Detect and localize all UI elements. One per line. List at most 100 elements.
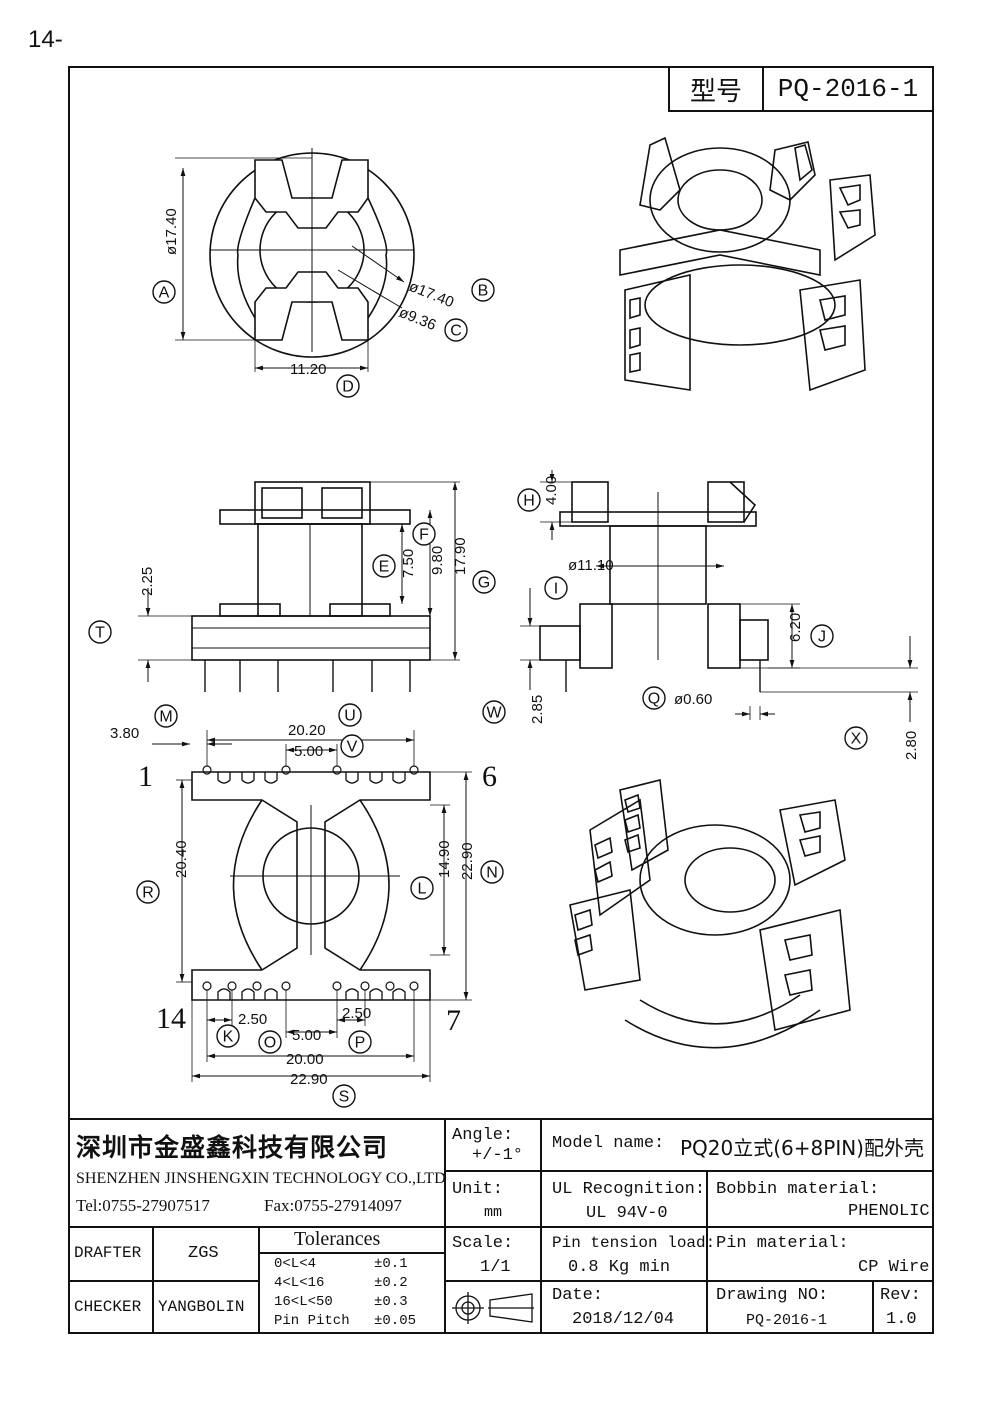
pin-number-7: 7 (446, 1004, 461, 1037)
unit-value: mm (484, 1204, 503, 1221)
callout-f: F (412, 522, 436, 546)
svg-text:R: R (142, 885, 154, 902)
dimension-x: 2.80 (903, 731, 920, 760)
svg-text:T: T (95, 625, 105, 642)
dimension-v: 5.00 (294, 743, 323, 760)
svg-text:S: S (339, 1089, 350, 1106)
callout-q: Q (642, 686, 666, 710)
svg-text:V: V (347, 739, 358, 756)
angle-value: +/-1° (472, 1146, 524, 1165)
svg-text:P: P (355, 1035, 366, 1052)
pin-number-6: 6 (482, 760, 497, 793)
callout-g: G (472, 570, 496, 594)
callout-k: K (216, 1024, 240, 1048)
checker-label: CHECKER (74, 1298, 142, 1316)
company-name-en: SHENZHEN JINSHENGXIN TECHNOLOGY CO.,LTD (76, 1170, 446, 1187)
svg-text:E: E (379, 559, 390, 576)
dimension-w: 2.85 (529, 695, 546, 724)
dimension-c: ø9.36 (397, 304, 439, 334)
projection-symbol-icon (452, 1292, 534, 1324)
callout-t: T (88, 620, 112, 644)
bobbin-value: PHENOLIC (848, 1202, 930, 1221)
drawing-frame (68, 66, 934, 1334)
svg-text:N: N (486, 865, 498, 882)
side-view (520, 470, 918, 722)
dimension-i: ø11.10 (568, 557, 614, 574)
svg-text:U: U (344, 708, 356, 725)
tolerance-range: 16<L<50 (274, 1294, 333, 1310)
tolerance-range: 4<L<16 (274, 1275, 325, 1291)
dimension-o: 5.00 (292, 1027, 321, 1044)
ul-label: UL Recognition: (552, 1180, 706, 1199)
company-name-cn: 深圳市金盛鑫科技有限公司 (76, 1133, 389, 1162)
callout-p: P (348, 1030, 372, 1054)
model-label: 型号 (670, 68, 764, 110)
dimension-q: ø0.60 (674, 691, 712, 708)
tolerance-value: ±0.2 (374, 1275, 408, 1291)
svg-text:I: I (554, 581, 558, 598)
callout-h: H (517, 488, 541, 512)
callout-b: B (471, 278, 495, 302)
date-value: 2018/12/04 (572, 1310, 675, 1329)
rev-label: Rev: (880, 1286, 921, 1305)
callout-l: L (410, 876, 434, 900)
company-fax: Fax:0755-27914097 (264, 1196, 402, 1215)
svg-text:K: K (223, 1029, 234, 1046)
dimension-e: 7.50 (400, 549, 417, 578)
tolerance-value: ±0.3 (374, 1294, 408, 1310)
isometric-view-bottom (569, 779, 851, 1049)
model-box: 型号 PQ-2016-1 (668, 66, 934, 112)
dimension-a: ø17.40 (163, 208, 180, 255)
pin-tension-label: Pin tension load: (552, 1234, 716, 1252)
dimension-bottom_20: 20.00 (286, 1051, 324, 1068)
dimension-s: 22.90 (290, 1071, 328, 1088)
unit-label: Unit: (452, 1180, 504, 1199)
bottom-view (152, 730, 472, 1082)
technical-drawing: ø17.40ø17.40ø9.3611.207.509.8017.904.00ø… (88, 136, 920, 1108)
callout-x: X (844, 726, 868, 750)
svg-text:O: O (264, 1035, 276, 1052)
callout-a: A (152, 280, 176, 304)
scale-value: 1/1 (480, 1258, 511, 1277)
callout-r: R (136, 880, 160, 904)
dimension-g: 17.90 (452, 537, 469, 575)
model-name-value: PQ20立式(6+8PIN)配外壳 (680, 1136, 924, 1160)
tolerance-value: ±0.05 (374, 1313, 417, 1329)
tolerance-value: ±0.1 (374, 1256, 408, 1272)
svg-text:X: X (851, 731, 862, 748)
svg-text:J: J (818, 629, 826, 646)
top-view (175, 148, 415, 372)
isometric-view-top (619, 136, 876, 392)
drawing-no-label: Drawing NO: (716, 1286, 829, 1305)
pin-number-14: 14 (156, 1002, 186, 1035)
callout-u: U (338, 703, 362, 727)
callout-c: C (444, 318, 468, 342)
scale-label: Scale: (452, 1234, 514, 1253)
dimension-t: 2.25 (139, 567, 156, 596)
dimension-k: 2.50 (238, 1011, 267, 1028)
svg-text:Q: Q (648, 691, 660, 708)
date-label: Date: (552, 1286, 604, 1305)
checker-value: YANGBOLIN (158, 1298, 245, 1316)
dimension-r: 20.40 (173, 840, 190, 878)
bobbin-label: Bobbin material: (716, 1180, 880, 1199)
callout-s: S (332, 1084, 356, 1108)
page-number: 14- (28, 26, 63, 53)
callout-i: I (544, 576, 568, 600)
callout-d: D (336, 374, 360, 398)
drafter-label: DRAFTER (74, 1244, 142, 1262)
svg-text:C: C (450, 323, 462, 340)
dimension-b: ø17.40 (407, 278, 457, 311)
dimension-u: 20.20 (288, 722, 326, 739)
pin-material-label: Pin material: (716, 1234, 849, 1253)
svg-text:D: D (342, 379, 354, 396)
svg-text:M: M (159, 709, 172, 726)
dimension-m: 3.80 (110, 725, 139, 742)
dimension-f: 9.80 (429, 546, 446, 575)
tolerances-title: Tolerances (294, 1228, 381, 1250)
svg-text:A: A (159, 285, 170, 302)
tolerance-range: Pin Pitch (274, 1313, 350, 1329)
company-tel: Tel:0755-27907517 (76, 1196, 210, 1215)
callout-n: N (480, 860, 504, 884)
svg-text:B: B (478, 283, 489, 300)
